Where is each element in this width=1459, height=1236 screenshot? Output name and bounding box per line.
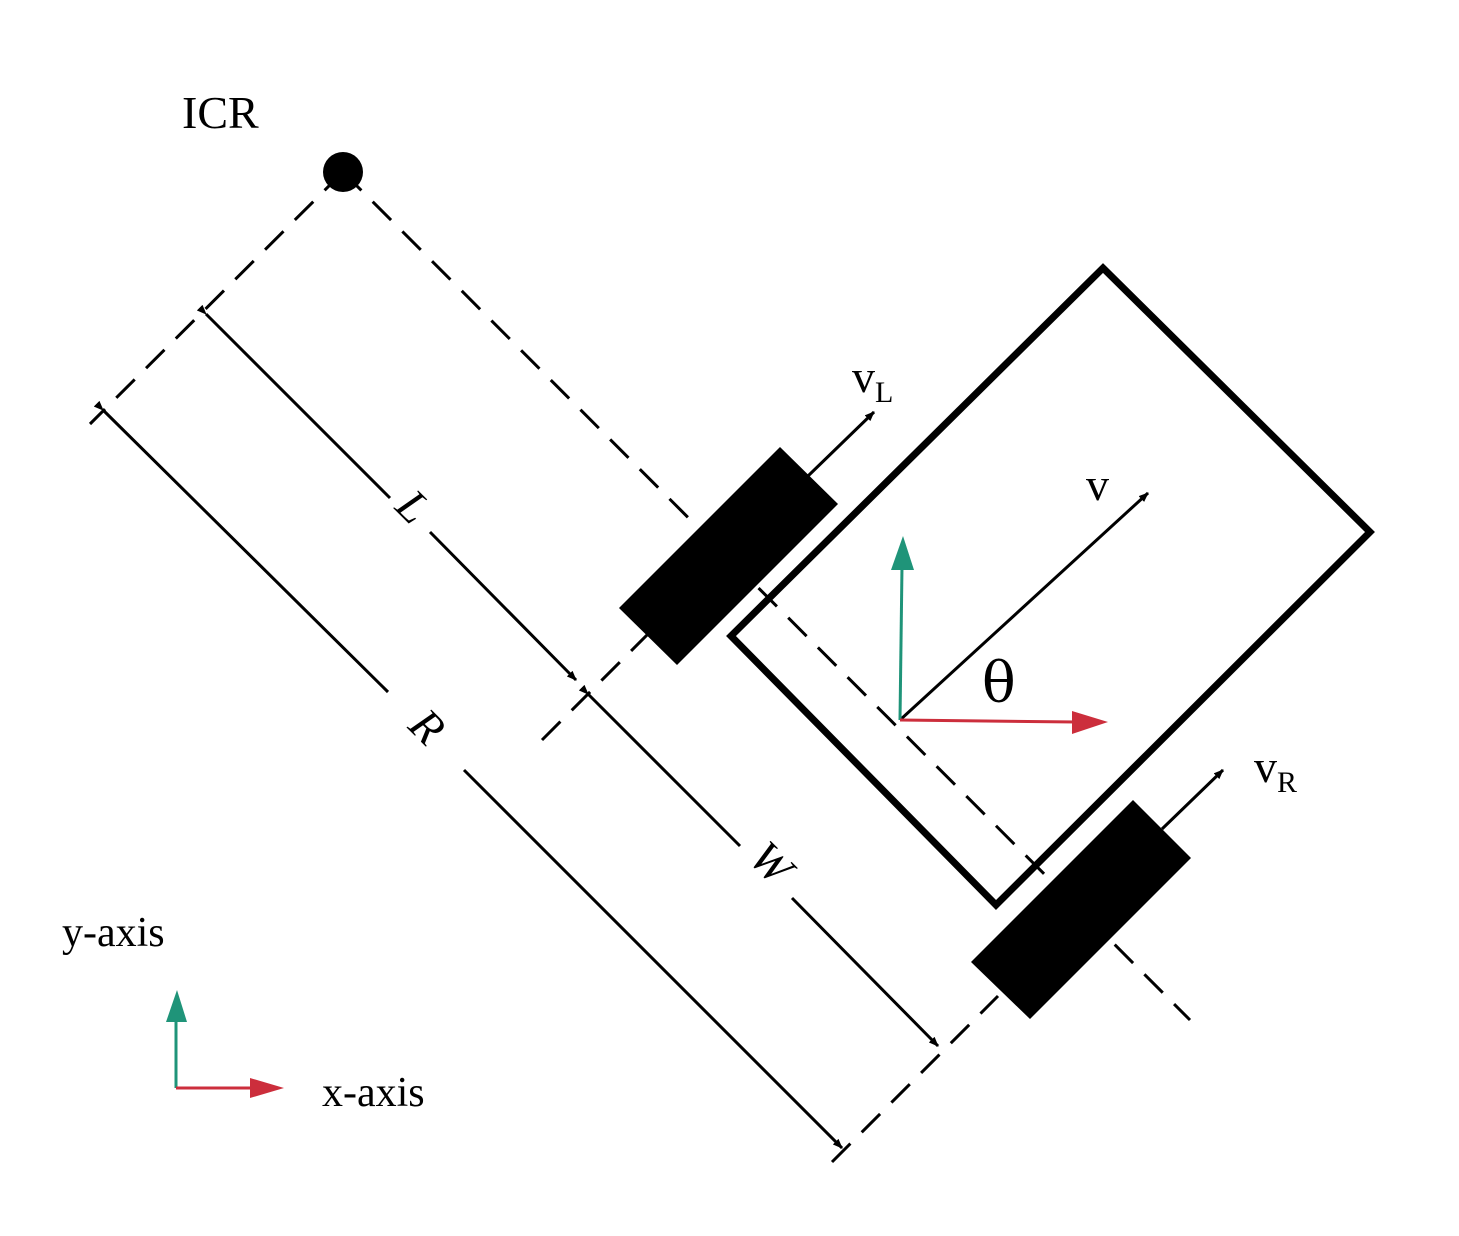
robot-frame-y-arrow [898, 565, 904, 721]
left-wheel-velocity-arrow [806, 410, 876, 478]
dimension-l-label: L [386, 479, 441, 534]
x-axis-label: x-axis [322, 1070, 425, 1116]
dimension-w-label: W [740, 831, 806, 897]
y-axis-label: y-axis [62, 910, 165, 956]
theta-label: θ [982, 651, 1016, 716]
v-center-label: v [1086, 459, 1109, 510]
global-y-axis-arrowhead [166, 990, 187, 1022]
dimension-r-arrow-upper [93, 400, 390, 694]
dimension-r-label: R [399, 698, 456, 755]
robot-chassis [726, 263, 1375, 910]
dimension-r-arrow-lower [462, 768, 844, 1150]
left-wheel-normal-dashed [540, 630, 652, 742]
center-velocity-arrow [898, 491, 1150, 722]
right-wheel-velocity-arrow [1160, 768, 1225, 831]
robot-frame-x-arrow [899, 718, 1077, 724]
v-left-main: v [852, 351, 875, 402]
robot-frame-y-arrowhead [891, 536, 914, 570]
global-x-axis-arrowhead [250, 1078, 284, 1098]
dimension-w-arrow-lower [790, 896, 940, 1048]
dimension-l-arrow-upper [196, 304, 392, 500]
v-right-main: v [1254, 741, 1277, 792]
v-left-sub: L [875, 376, 893, 409]
dimension-l-arrow-lower [428, 530, 578, 682]
left-wheel [619, 447, 838, 665]
v-right-sub: R [1277, 766, 1297, 799]
icr-to-r-baseline-dashed [88, 170, 345, 426]
dimension-w-arrow-upper [578, 684, 742, 848]
icr-label: ICR [182, 87, 259, 138]
v-left-label: vL [852, 351, 893, 409]
right-wheel [971, 800, 1191, 1019]
robot-frame-x-arrowhead [1072, 711, 1108, 734]
v-right-label: vR [1254, 741, 1297, 799]
